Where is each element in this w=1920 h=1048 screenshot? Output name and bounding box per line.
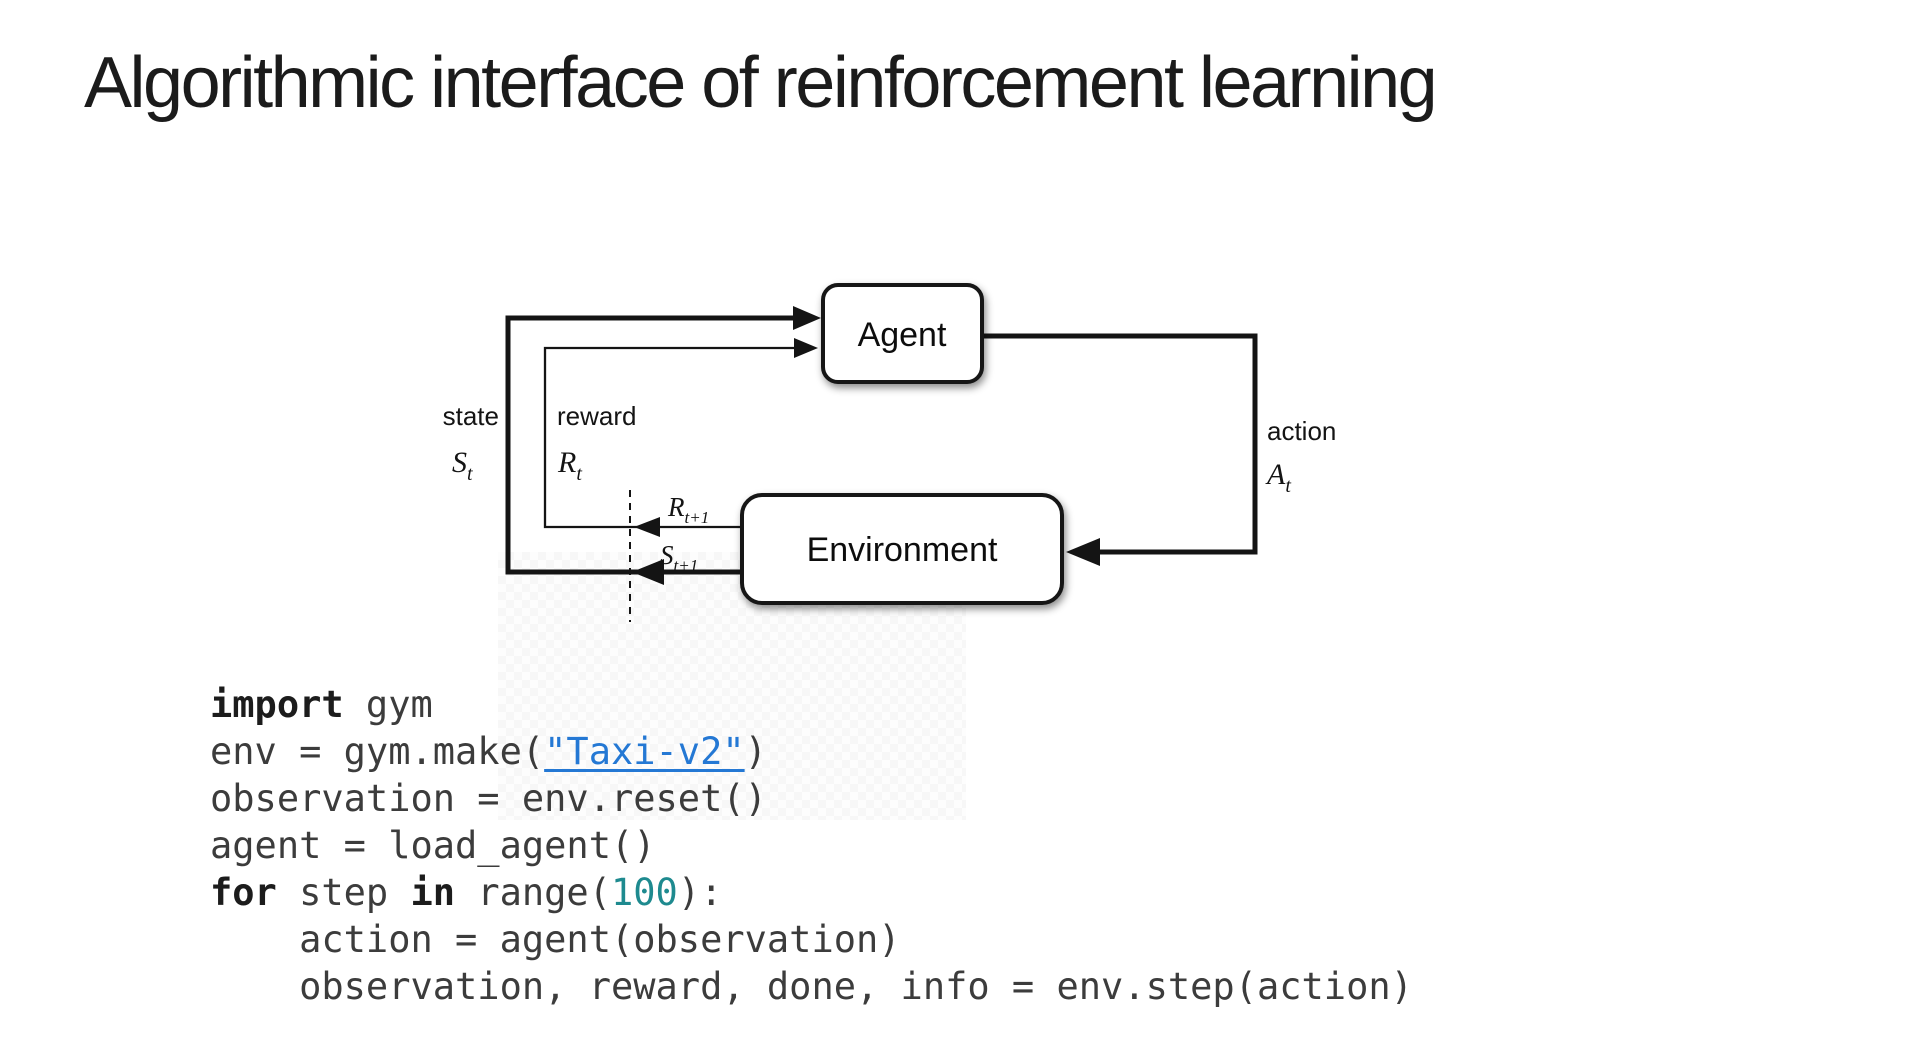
- action-label: action: [1267, 416, 1336, 446]
- agent-box-label: Agent: [858, 316, 947, 354]
- code-line: action = agent(observation): [210, 916, 1413, 963]
- code-token: ):: [677, 871, 723, 914]
- reward-arrow: [543, 338, 818, 537]
- state-next-symbol: St+1: [660, 540, 698, 575]
- code-token: import: [210, 683, 344, 726]
- code-token: step: [276, 871, 411, 914]
- page-title: Algorithmic interface of reinforcement l…: [84, 43, 1438, 123]
- code-token: observation, reward, done, info = env.st…: [210, 965, 1413, 1008]
- code-line: agent = load_agent(): [210, 822, 1413, 869]
- code-token: agent = load_agent(): [210, 824, 656, 867]
- state-label: state: [443, 401, 499, 431]
- code-token: in: [410, 871, 456, 914]
- environment-box-label: Environment: [807, 531, 998, 569]
- action-symbol: At: [1265, 458, 1291, 497]
- code-token: gym: [343, 683, 433, 726]
- code-token: observation = env.reset(): [210, 777, 767, 820]
- code-token: range(: [455, 871, 611, 914]
- code-token: env = gym.make(: [210, 730, 545, 773]
- state-arrow: [505, 306, 821, 585]
- agent-box: Agent: [821, 283, 984, 384]
- code-token: 100: [610, 871, 678, 914]
- action-arrow: [982, 333, 1258, 566]
- code-token: for: [210, 871, 277, 914]
- taxi-v2-link[interactable]: "Taxi-v2": [544, 730, 745, 773]
- reward-symbol: Rt: [557, 446, 582, 485]
- reward-next-symbol: Rt+1: [667, 492, 709, 527]
- code-line: observation = env.reset(): [210, 775, 1413, 822]
- code-line: for step in range(100):: [210, 869, 1413, 916]
- code-line: env = gym.make("Taxi-v2"): [210, 728, 1413, 775]
- code-line: observation, reward, done, info = env.st…: [210, 963, 1413, 1010]
- code-token: action = agent(observation): [210, 918, 901, 961]
- environment-box: Environment: [740, 493, 1064, 605]
- reward-label: reward: [557, 401, 636, 431]
- code-token: ): [744, 730, 767, 773]
- code-line: import gym: [210, 681, 1413, 728]
- state-symbol: St: [452, 446, 473, 485]
